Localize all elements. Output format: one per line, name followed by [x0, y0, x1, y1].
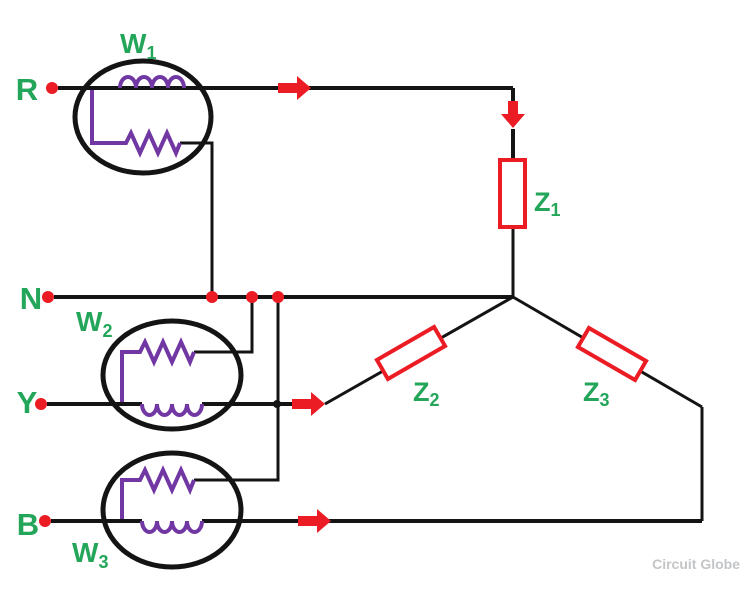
impedance-z1-box — [498, 158, 527, 229]
w3-current-coil — [140, 520, 204, 534]
terminal-n-dot — [42, 291, 54, 303]
b-current-arrow-icon — [298, 509, 331, 533]
wattmeter-w2-label: W2 — [76, 306, 112, 341]
impedance-z2-box — [374, 324, 448, 382]
w1-pressure-coil — [90, 90, 182, 159]
terminal-b-dot — [39, 515, 51, 527]
watermark: Circuit Globe — [652, 556, 740, 572]
terminal-y-dot — [35, 398, 47, 410]
terminal-r-label: R — [16, 72, 38, 107]
impedance-z3-box — [575, 325, 649, 383]
junction-dot-w3 — [272, 291, 284, 303]
terminal-n-label: N — [20, 281, 42, 316]
wattmeter-w3-label: W3 — [72, 537, 108, 572]
impedance-z2-label: Z2 — [413, 377, 440, 410]
r-current-arrow-icon — [278, 76, 311, 100]
wattmeter-w1-label: W1 — [120, 28, 156, 63]
wattmeter-w3-circle — [100, 450, 244, 570]
wattmeter-w2-circle — [100, 318, 244, 432]
wire-crossing-dot — [273, 400, 281, 408]
impedance-z3-label: Z3 — [583, 377, 610, 410]
w2-pressure-lead — [194, 297, 254, 354]
terminal-y-label: Y — [17, 385, 38, 420]
wattmeter-w1-circle — [72, 58, 214, 176]
junction-dot-w1 — [206, 291, 218, 303]
impedance-z1-label: Z1 — [534, 187, 561, 220]
w1-pressure-lead — [180, 141, 214, 297]
w2-pressure-coil — [120, 337, 196, 402]
w3-pressure-lead — [194, 297, 280, 482]
terminal-r-dot — [46, 82, 58, 94]
junction-dot-w2 — [246, 291, 258, 303]
r-down-arrow-icon — [501, 101, 525, 128]
w3-pressure-coil — [120, 465, 196, 519]
w2-current-coil — [140, 403, 204, 417]
w1-current-coil — [118, 75, 186, 89]
y-current-arrow-icon — [292, 392, 325, 416]
terminal-b-label: B — [17, 507, 39, 542]
